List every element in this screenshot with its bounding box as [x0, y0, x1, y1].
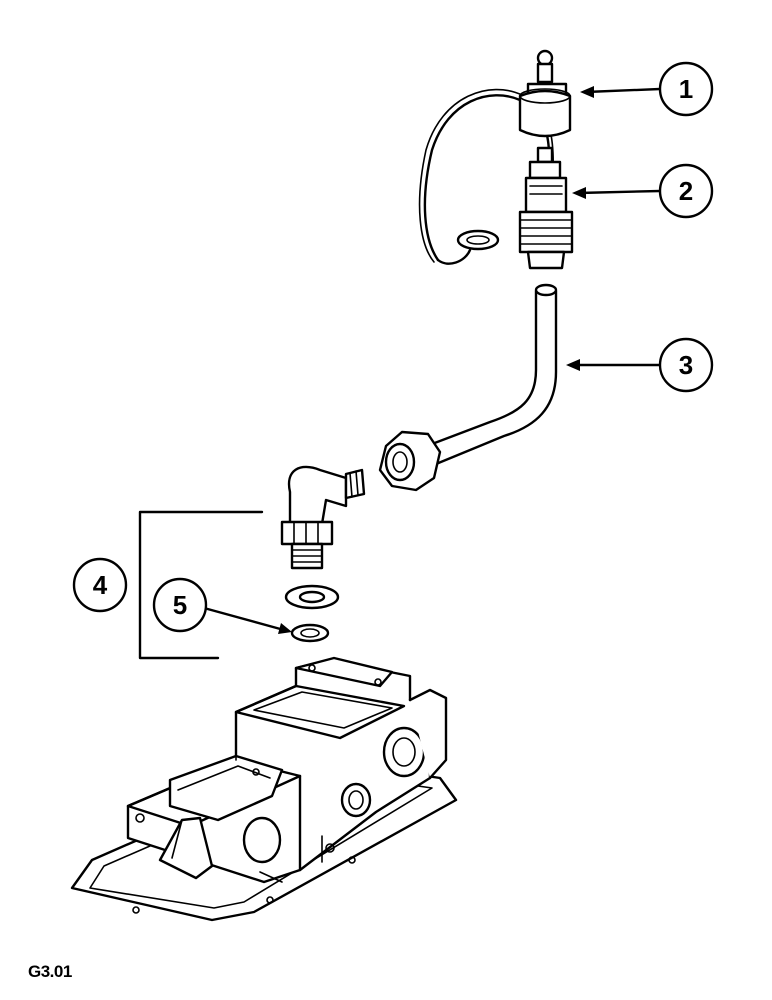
callout-1: 1 — [658, 61, 714, 117]
callout-5: 5 — [152, 577, 208, 633]
group-bracket — [138, 510, 264, 660]
quick-coupler-part — [518, 146, 574, 270]
callout-3-label: 3 — [679, 350, 693, 380]
callout-3: 3 — [658, 337, 714, 393]
callout-1-label: 1 — [679, 74, 693, 104]
valve-housing — [70, 656, 458, 922]
callout-4-label: 4 — [93, 570, 108, 600]
callout-5-label: 5 — [173, 590, 187, 620]
callout-4: 4 — [72, 557, 128, 613]
elbow-fitting-part — [280, 465, 366, 570]
leader-arrows — [202, 86, 662, 634]
pipe-part — [378, 283, 558, 492]
callout-2-label: 2 — [679, 176, 693, 206]
figure-code: G3.01 — [28, 962, 72, 981]
washer-part — [284, 584, 340, 643]
dust-cap-part — [418, 49, 572, 265]
callout-2: 2 — [658, 163, 714, 219]
